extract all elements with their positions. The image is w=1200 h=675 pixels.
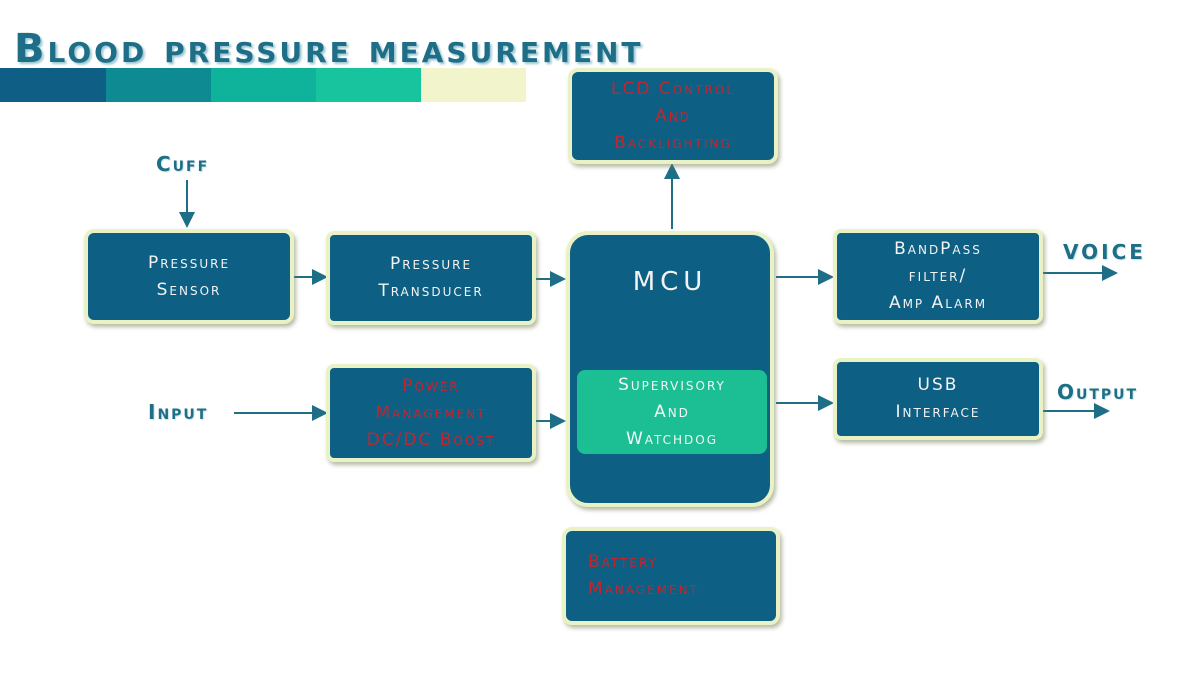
bandpass-filter-block: BandPass filter/ Amp Alarm	[833, 229, 1043, 324]
output-label: Output	[1057, 380, 1139, 404]
header-band-segment-2	[106, 68, 211, 102]
pressure-transducer-label: Pressure Transducer	[378, 254, 484, 301]
lcd-control-block: LCD Control And Backlighting	[568, 68, 778, 164]
power-management-block: Power Management DC/DC Boost	[326, 364, 536, 462]
bandpass-filter-label: BandPass filter/ Amp Alarm	[888, 239, 988, 313]
pressure-transducer-block: Pressure Transducer	[326, 231, 536, 325]
usb-interface-label: USB Interface	[895, 375, 981, 422]
power-management-label: Power Management DC/DC Boost	[366, 375, 496, 450]
header-band-segment-5	[421, 68, 526, 102]
lcd-control-label: LCD Control And Backlighting	[611, 78, 735, 153]
page-title: Blood pressure measurement	[14, 26, 644, 72]
header-band-segment-1	[0, 68, 106, 102]
header-band-segment-3	[211, 68, 316, 102]
battery-management-block: Battery Management	[562, 527, 780, 625]
battery-management-label: Battery Management	[588, 552, 699, 599]
pressure-sensor-label: Pressure Sensor	[147, 252, 231, 300]
header-band-segment-4	[316, 68, 421, 102]
mcu-block: MCU	[566, 231, 774, 507]
supervisory-watchdog-block: Supervisory And Watchdog	[577, 370, 767, 454]
mcu-label: MCU	[632, 267, 708, 297]
cuff-label: Cuff	[156, 152, 210, 176]
pressure-sensor-block: Pressure Sensor	[84, 229, 294, 324]
usb-interface-block: USB Interface	[833, 358, 1043, 440]
supervisory-watchdog-label: Supervisory And Watchdog	[618, 374, 726, 449]
voice-label: VOICE	[1063, 240, 1146, 264]
input-label: Input	[148, 400, 209, 424]
